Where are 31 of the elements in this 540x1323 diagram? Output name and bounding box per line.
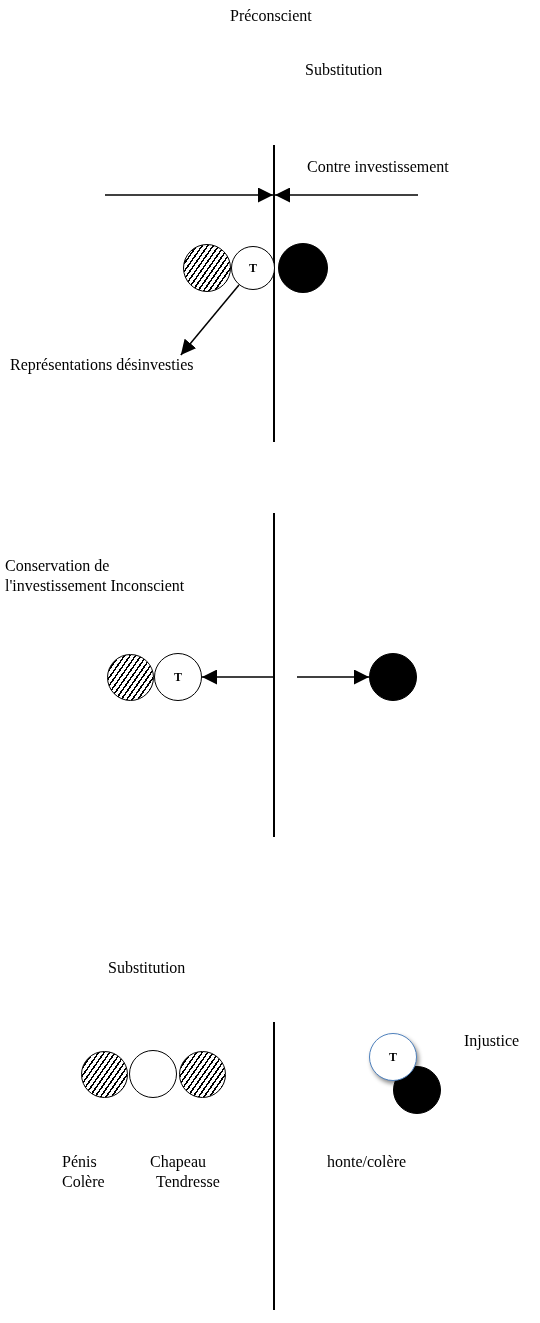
filled-circle — [393, 1066, 441, 1114]
arrow — [296, 669, 370, 685]
filled-circle — [278, 243, 328, 293]
vertical-line — [273, 1022, 275, 1310]
vertical-line — [273, 513, 275, 837]
text-label: Tendresse — [156, 1172, 220, 1192]
text-label: Contre investissement — [307, 157, 449, 177]
letter-mark: T — [174, 671, 182, 683]
hatched-circle — [183, 244, 231, 292]
text-label: Substitution — [305, 60, 383, 80]
open-circle — [129, 1050, 177, 1098]
filled-circle — [369, 653, 417, 701]
text-label: Pénis — [62, 1152, 97, 1172]
arrow — [180, 284, 240, 356]
open-circle — [369, 1033, 417, 1081]
arrow — [201, 669, 274, 685]
text-label: Substitution — [108, 958, 186, 978]
text-label: Conservation de l'investissement Inconscient — [5, 556, 186, 596]
text-label: Injustice — [464, 1031, 520, 1051]
open-circle — [154, 653, 202, 701]
letter-mark: T — [249, 262, 257, 274]
text-label: Colère — [62, 1172, 105, 1192]
arrow — [104, 187, 274, 203]
vertical-line — [273, 145, 275, 442]
text-label: Préconscient — [230, 6, 312, 26]
text-label: Chapeau — [150, 1152, 206, 1172]
text-label: honte/colère — [327, 1152, 407, 1172]
arrow — [274, 187, 419, 203]
text-label: Représentations désinvesties — [10, 355, 290, 375]
open-circle — [231, 246, 275, 290]
letter-mark: T — [389, 1051, 397, 1063]
